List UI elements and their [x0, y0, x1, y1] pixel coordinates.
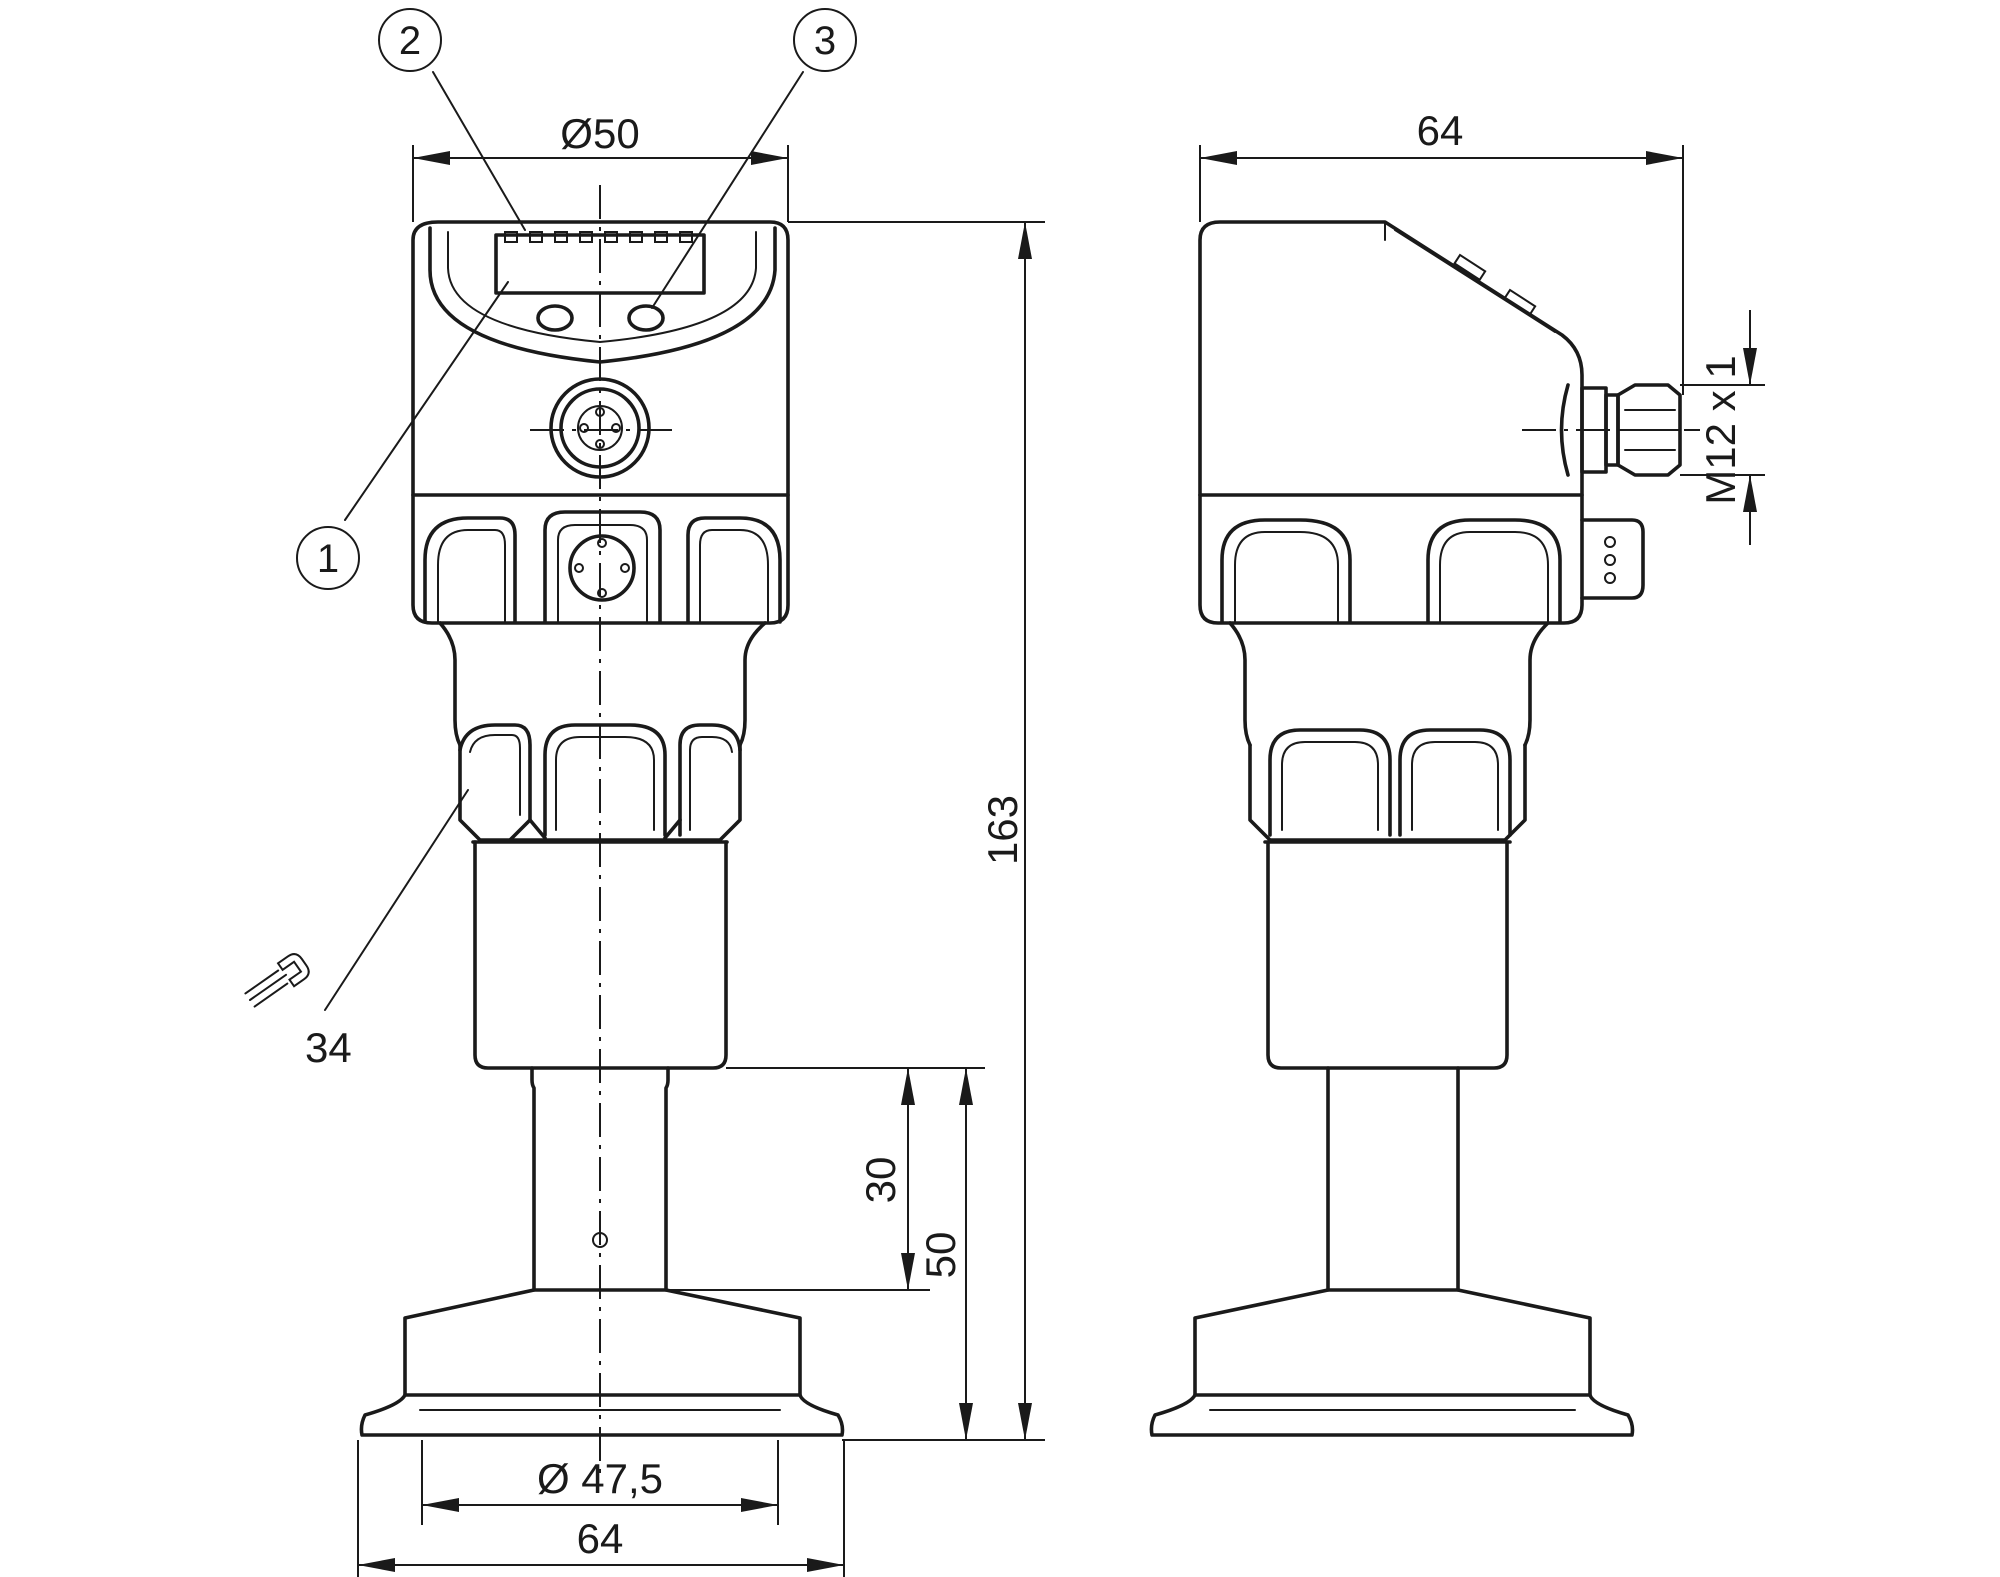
button-right	[627, 304, 665, 332]
led-bar	[504, 231, 693, 243]
label-side-width: 64	[1417, 107, 1464, 154]
front-view	[359, 185, 845, 1480]
label-length-50: 50	[917, 1232, 964, 1279]
label-flange-outer: 64	[577, 1515, 624, 1562]
m12-connector	[1522, 383, 1700, 477]
dimension-flange-outer: 64	[357, 1440, 845, 1577]
wrench-size-callout: 34	[244, 789, 469, 1071]
label-connector-thread: M12 x 1	[1697, 355, 1744, 504]
callout-display: 1	[296, 281, 509, 590]
callout-led-bar-number: 2	[399, 19, 421, 63]
label-flange-inner: Ø 47,5	[537, 1455, 663, 1502]
callout-button-number: 3	[814, 19, 836, 63]
label-length-30: 30	[857, 1157, 904, 1204]
wrench-icon	[244, 953, 310, 1008]
button-left	[536, 304, 574, 332]
dimension-length-50: 50	[917, 1068, 973, 1440]
clamp-flange	[359, 1288, 845, 1437]
callout-led-bar: 2	[378, 8, 526, 231]
label-head-diameter: Ø50	[560, 110, 639, 157]
dimension-flange-inner: Ø 47,5	[421, 1440, 779, 1525]
dimension-connector-thread: M12 x 1	[1680, 310, 1765, 545]
side-view	[1149, 220, 1700, 1437]
dimension-total-height: 163	[788, 221, 1045, 1441]
dimension-length-30: 30	[666, 1067, 985, 1291]
callout-button: 3	[651, 8, 857, 309]
callout-display-number: 1	[317, 537, 339, 581]
dimension-side-width: 64	[1199, 107, 1684, 395]
front-connector	[530, 377, 678, 479]
label-wrench-size: 34	[305, 1024, 352, 1071]
rear-connector	[543, 510, 662, 624]
dimension-head-diameter: Ø50	[412, 110, 789, 222]
label-total-height: 163	[979, 795, 1026, 865]
